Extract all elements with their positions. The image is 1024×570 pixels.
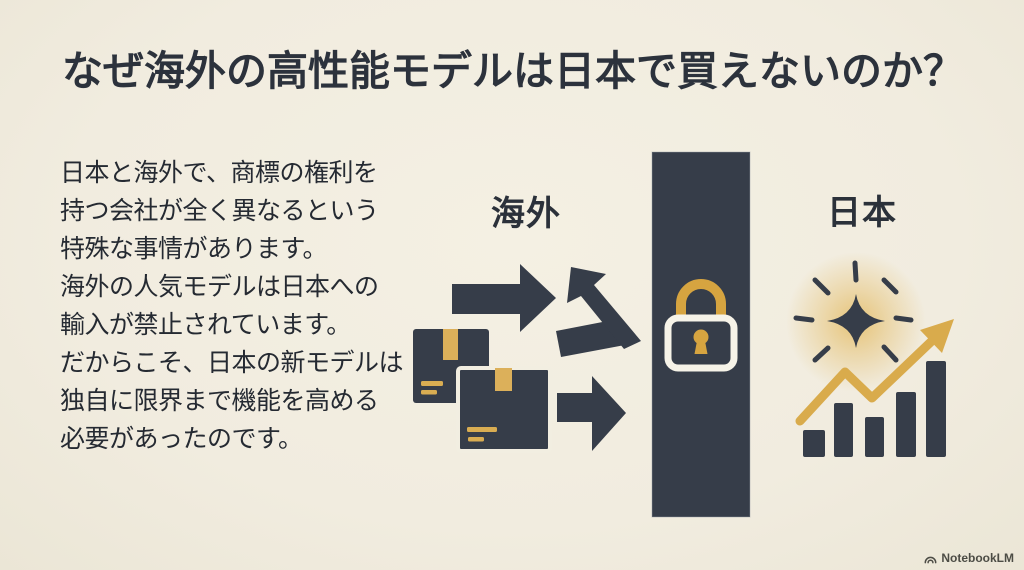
body-text: 日本と海外で、商標の権利を 持つ会社が全く異なるという 特殊な事情があります。 … — [60, 154, 404, 458]
body-line: 持つ会社が全く異なるという — [60, 197, 379, 225]
label-japan: 日本 — [827, 194, 897, 232]
arrow-right-bottom-icon — [557, 376, 626, 451]
notebooklm-label: NotebookLM — [941, 551, 1014, 565]
growth-chart-icon — [803, 361, 946, 457]
body-line: 海外の人気モデルは日本への — [60, 273, 379, 301]
sparkle-icon — [827, 294, 885, 348]
body-line: 必要があったのです。 — [60, 425, 303, 453]
package-box-back-icon — [413, 329, 489, 403]
sparkle-glow — [786, 252, 926, 392]
package-box-front-icon — [456, 366, 552, 453]
label-overseas: 海外 — [491, 195, 561, 233]
body-line: 輸入が禁止されています。 — [60, 311, 351, 339]
trend-arrow-icon — [795, 319, 954, 426]
body-line: 特殊な事情があります。 — [60, 235, 328, 263]
body-line: だからこそ、日本の新モデルは — [60, 349, 404, 377]
barrier-wall — [651, 151, 751, 518]
lock-icon — [664, 279, 738, 372]
bent-arrow-icon — [556, 267, 641, 357]
notebooklm-logo-icon — [924, 556, 937, 563]
body-line: 日本と海外で、商標の権利を — [60, 159, 378, 187]
notebooklm-watermark: NotebookLM — [924, 551, 1014, 565]
arrow-right-top-icon — [452, 264, 556, 332]
sparkle-rays-icon — [793, 260, 914, 363]
slide-title: なぜ海外の高性能モデルは日本で買えないのか？ — [62, 48, 964, 94]
body-line: 独自に限界まで機能を高める — [60, 387, 379, 415]
